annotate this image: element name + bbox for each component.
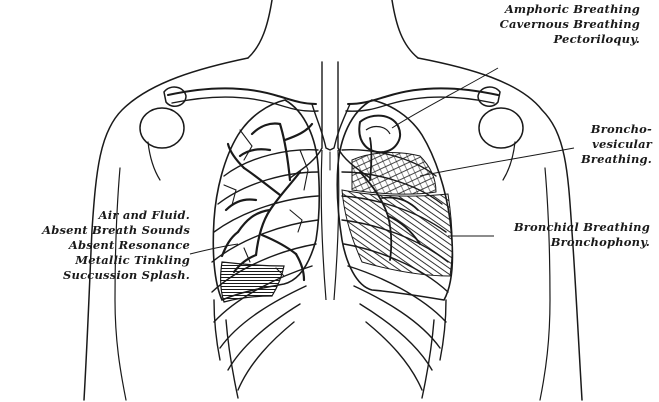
neck-left-outline — [248, 0, 272, 58]
air-fluid-label-group: Air and Fluid. Absent Breath Sounds Abse… — [24, 208, 190, 283]
amphoric-label-group: Amphoric Breathing Cavernous Breathing P… — [462, 2, 640, 47]
fluid-level-left-lung — [221, 262, 284, 302]
label-air-and-fluid: Air and Fluid. — [24, 208, 190, 223]
right-lung-cavity — [359, 116, 400, 153]
label-absent-resonance: Absent Resonance — [24, 238, 190, 253]
label-vesicular: vesicular — [540, 137, 652, 152]
label-succussion-splash: Succussion Splash. — [24, 268, 190, 283]
left-bronchial-tree — [222, 123, 312, 280]
bronchial-label-group: Bronchial Breathing Bronchophony. — [492, 220, 650, 250]
right-clavicle-lower-edge — [346, 97, 494, 111]
label-bronchophony: Bronchophony. — [492, 235, 650, 250]
label-amphoric-breathing: Amphoric Breathing — [462, 2, 640, 17]
neck-right-outline — [392, 0, 418, 58]
left-acromion — [164, 87, 186, 106]
label-breathing: Breathing. — [540, 152, 652, 167]
sternum-body — [321, 150, 339, 300]
right-acromion — [478, 87, 500, 106]
left-humeral-head — [140, 108, 184, 148]
label-pectoriloquy: Pectoriloquy. — [462, 32, 640, 47]
label-absent-breath-sounds: Absent Breath Sounds — [24, 223, 190, 238]
label-metallic-tinkling: Metallic Tinkling — [24, 253, 190, 268]
right-humeral-head — [479, 108, 523, 148]
left-clavicle — [168, 88, 316, 104]
left-arm-inner-outline — [115, 168, 126, 400]
right-arm-inner-outline — [540, 168, 550, 400]
bronchovesicular-label-group: Broncho- vesicular Breathing. — [540, 122, 652, 167]
label-cavernous-breathing: Cavernous Breathing — [462, 17, 640, 32]
label-broncho: Broncho- — [540, 122, 652, 137]
label-bronchial-breathing: Bronchial Breathing — [492, 220, 650, 235]
